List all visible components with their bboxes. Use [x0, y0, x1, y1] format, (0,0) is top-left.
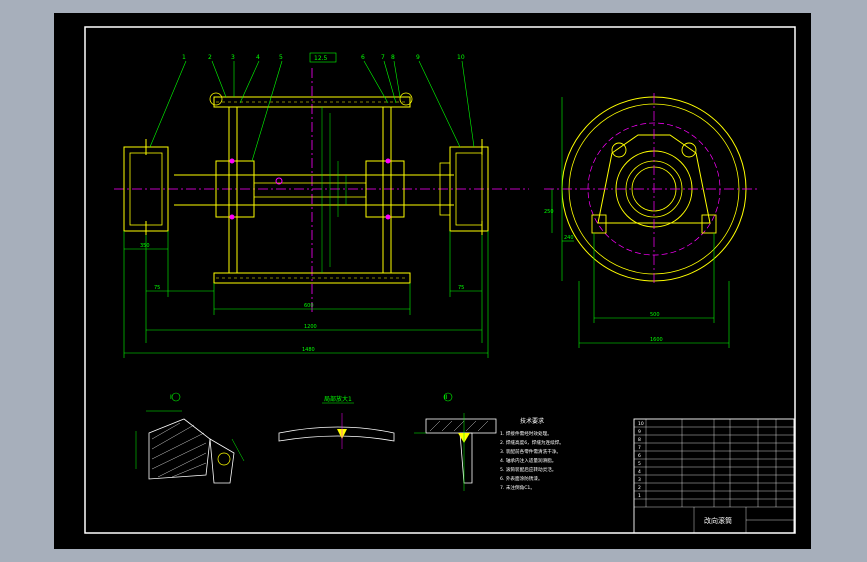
- detail-one: I: [135, 392, 245, 484]
- part-number: 4: [256, 54, 260, 61]
- dimension-text: 75: [154, 285, 160, 291]
- tech-req-item: 7. 未注倒角C1。: [500, 484, 535, 491]
- tech-req-item: 3. 装配前各零件需清洗干净。: [500, 448, 561, 455]
- section-label: 局部放大1: [324, 395, 352, 403]
- detail-two: II: [414, 392, 497, 491]
- bom-row-number: 5: [638, 461, 641, 467]
- bom-row-number: 9: [638, 429, 641, 435]
- part-number: 10: [457, 54, 465, 61]
- tech-req-item: 4. 轴承内注入适量润滑脂。: [500, 457, 556, 464]
- part-number: 8: [391, 54, 395, 61]
- tech-req-item: 5. 滚筒装配后应转动灵活。: [500, 466, 556, 473]
- dimension-text: 1600: [650, 337, 663, 343]
- part-number: 2: [208, 54, 212, 61]
- part-number: 5: [279, 54, 283, 61]
- bom-row-number: 8: [638, 437, 641, 443]
- bom-row-number: 1: [638, 493, 641, 499]
- cad-drawing: 1 2 3 4 5 6 7 8 9 10 12.5: [84, 26, 796, 534]
- dimension-text: 1200: [304, 324, 317, 330]
- dimension-text: 1480: [302, 347, 315, 353]
- section-detail: 局部放大1: [278, 395, 395, 449]
- dimension-text: 500: [650, 312, 660, 318]
- tech-req-title: 技术要求: [520, 417, 544, 425]
- tech-req-item: 2. 焊缝高度6，焊缝为连续焊。: [500, 439, 564, 446]
- technical-requirements: 技术要求 1. 焊接件需经时效处理。 2. 焊缝高度6，焊缝为连续焊。 3. 装…: [500, 417, 564, 491]
- part-number: 1: [182, 54, 186, 61]
- dimension-text: 600: [304, 303, 314, 309]
- detail-label: II: [444, 394, 448, 401]
- front-view: 1 2 3 4 5 6 7 8 9 10 12.5: [114, 52, 529, 358]
- bom-row-number: 7: [638, 445, 641, 451]
- detail-label: I: [170, 394, 172, 401]
- tech-req-item: 6. 外表面涂防锈漆。: [500, 475, 543, 482]
- dimension-text: 75: [458, 285, 464, 291]
- bom-row-number: 3: [638, 477, 641, 483]
- title-block: 10 9 8 7 6 5 4 3 2 1 改向滚筒: [633, 418, 795, 534]
- dimension-text: 250: [544, 209, 554, 215]
- drawing-border: [84, 26, 796, 534]
- bom-row-number: 6: [638, 453, 641, 459]
- dimension-text: 240: [564, 235, 574, 241]
- bom-row-number: 2: [638, 485, 641, 491]
- dimension-text: 350: [140, 243, 150, 249]
- drawing-title: 改向滚筒: [704, 516, 732, 525]
- drawing-sheet: 1 2 3 4 5 6 7 8 9 10 12.5: [54, 13, 811, 549]
- part-number: 9: [416, 54, 420, 61]
- bom-row-number: 10: [638, 421, 644, 427]
- part-number: 6: [361, 54, 365, 61]
- side-view: 500 1600 250 240: [544, 93, 759, 348]
- roughness-callout: 12.5: [314, 55, 328, 62]
- part-number: 7: [381, 54, 385, 61]
- tech-req-item: 1. 焊接件需经时效处理。: [500, 430, 552, 437]
- bom-row-number: 4: [638, 469, 641, 475]
- part-number: 3: [231, 54, 235, 61]
